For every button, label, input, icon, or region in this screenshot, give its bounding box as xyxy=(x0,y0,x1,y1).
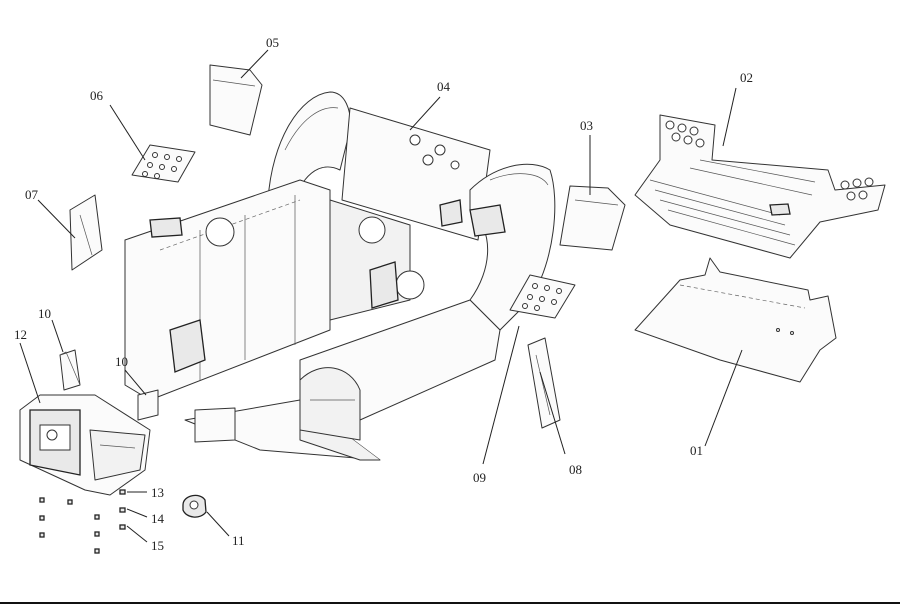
part-08-side-plate xyxy=(527,337,561,429)
part-06-perforated-plate xyxy=(131,144,196,183)
callout-13: 13 xyxy=(151,485,164,500)
callout-08: 08 xyxy=(569,462,582,477)
part-07-gusset xyxy=(69,194,103,271)
part-03-bracket xyxy=(559,185,626,251)
callout-05: 05 xyxy=(266,35,279,50)
part-09-perforated-plate xyxy=(509,274,576,319)
callout-14: 14 xyxy=(151,511,165,526)
fasteners-13-14-15 xyxy=(39,489,126,554)
callout-15: 15 xyxy=(151,538,164,553)
callout-04: 04 xyxy=(437,79,451,94)
callout-12: 12 xyxy=(14,327,27,342)
part-01-floor-mat xyxy=(634,257,837,383)
callout-06: 06 xyxy=(90,88,104,103)
callout-10-upper: 10 xyxy=(38,306,51,321)
part-12-console xyxy=(19,394,151,496)
callout-09: 09 xyxy=(473,470,486,485)
part-10-block-a xyxy=(59,349,81,391)
callout-10-lower: 10 xyxy=(115,354,128,369)
callout-01: 01 xyxy=(690,443,703,458)
part-04-main-frame xyxy=(124,91,556,461)
part-02-floor-panel xyxy=(634,114,886,259)
part-05-bracket xyxy=(209,64,263,136)
callout-03: 03 xyxy=(580,118,593,133)
part-10-block-b xyxy=(137,389,159,421)
callout-11: 11 xyxy=(232,533,245,548)
bottom-rule xyxy=(0,602,900,604)
part-11-clip xyxy=(182,494,207,518)
callout-02: 02 xyxy=(740,70,753,85)
leader-lines xyxy=(19,49,743,543)
callout-07: 07 xyxy=(25,187,39,202)
